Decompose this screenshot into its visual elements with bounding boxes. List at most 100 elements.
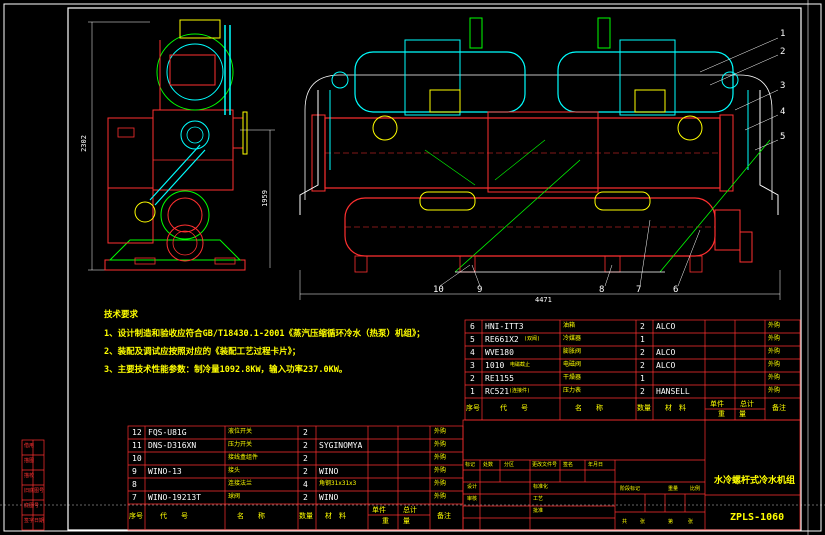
bom-qty: 2 bbox=[303, 467, 308, 476]
bom-name: 冷媒器 bbox=[563, 335, 582, 342]
bom-name: 液位开关 bbox=[228, 428, 253, 435]
notes-item-1: 1、设计制造和验收应符合GB/T18430.1-2001《蒸汽压缩循环冷水（热泵… bbox=[104, 329, 425, 339]
bom-name: 接线盒组件 bbox=[228, 454, 259, 461]
callout-6: 6 bbox=[673, 285, 679, 295]
bom-table-right bbox=[464, 319, 801, 421]
bom-material: 角钢31x31x3 bbox=[319, 480, 357, 487]
callout-5: 5 bbox=[780, 132, 786, 142]
bom-code: DNS-D316XN bbox=[148, 441, 197, 450]
bom-code: HNI-ITT3 bbox=[485, 322, 524, 331]
bom-name: 压力表 bbox=[563, 387, 582, 394]
bom-no: 3 bbox=[470, 361, 475, 370]
tb-label-scale: 比例 bbox=[690, 486, 701, 492]
bom-header-qty: 数量 bbox=[637, 404, 651, 412]
bom-table-left bbox=[127, 425, 464, 531]
bom-header-no: 序号 bbox=[129, 512, 143, 520]
bom-code-note: 电磁截止 bbox=[510, 362, 531, 368]
bom-material: ALCO bbox=[656, 361, 676, 370]
tb-label-mark: 标记 bbox=[465, 462, 476, 468]
drawing-number: ZPLS-1060 bbox=[730, 512, 785, 523]
bom-src: 外购 bbox=[434, 480, 447, 487]
tb-label-sheet: 张 bbox=[640, 519, 646, 525]
notes-item-2: 2、装配及调试应按照对应的《装配工艺过程卡片》； bbox=[104, 347, 301, 357]
side-label-trace: 描图 bbox=[24, 458, 35, 464]
callout-9: 9 bbox=[477, 285, 483, 295]
bom-material: HANSELL bbox=[656, 387, 690, 396]
bom-no: 10 bbox=[132, 454, 142, 463]
front-view bbox=[299, 17, 781, 300]
bom-material: SYGINOMYA bbox=[319, 441, 363, 450]
bom-name: 油箱 bbox=[563, 322, 576, 329]
bom-qty: 2 bbox=[303, 454, 308, 463]
bom-header-no: 序号 bbox=[466, 404, 480, 412]
bom-code: RC521 bbox=[485, 387, 510, 396]
bom-no: 6 bbox=[470, 322, 475, 331]
tb-label-approve: 批准 bbox=[533, 508, 544, 514]
bom-code-note: (双阀) bbox=[524, 336, 541, 342]
bom-src: 外购 bbox=[434, 493, 447, 500]
callout-1: 1 bbox=[780, 29, 786, 39]
bom-code: RE661X2 bbox=[485, 335, 519, 344]
bom-no: 12 bbox=[132, 428, 142, 437]
bom-header-remark: 备注 bbox=[772, 404, 786, 412]
tb-label-date: 年月日 bbox=[588, 462, 604, 468]
side-label-date: 日期 bbox=[34, 518, 45, 524]
bom-src: 外购 bbox=[768, 387, 781, 394]
bom-material: WINO bbox=[319, 493, 339, 502]
bom-qty: 2 bbox=[640, 361, 645, 370]
tb-label-design: 设计 bbox=[467, 484, 478, 490]
callout-3: 3 bbox=[780, 81, 786, 91]
tb-label-process: 工艺 bbox=[533, 496, 544, 502]
bom-qty: 2 bbox=[303, 441, 308, 450]
bom-header-total: 总计 bbox=[740, 400, 754, 408]
tb-label-page: 第 bbox=[668, 519, 674, 525]
bom-code: WVE180 bbox=[485, 348, 514, 357]
bom-no: 9 bbox=[132, 467, 137, 476]
bom-name: 电磁阀 bbox=[563, 361, 582, 368]
bom-header-name: 名 称 bbox=[575, 404, 603, 412]
bom-code: WINO-19213T bbox=[148, 493, 201, 502]
dimension-height-mid: 1959 bbox=[260, 190, 269, 207]
tb-label-change-doc: 更改文件号 bbox=[532, 462, 558, 468]
bom-no: 7 bbox=[132, 493, 137, 502]
tb-label-zone: 分区 bbox=[504, 462, 515, 468]
bom-header-material: 材 料 bbox=[325, 512, 346, 520]
notes-item-3: 3、主要技术性能参数：制冷量1092.8KW，输入功率237.0KW。 bbox=[104, 365, 348, 375]
bom-qty: 1 bbox=[640, 374, 645, 383]
bom-src: 外购 bbox=[434, 441, 447, 448]
bom-qty: 1 bbox=[640, 335, 645, 344]
tb-label-weight: 重量 bbox=[668, 486, 679, 492]
bom-name: 连接法兰 bbox=[228, 480, 253, 487]
dimension-length: 4471 bbox=[535, 296, 552, 304]
callout-10: 10 bbox=[433, 285, 444, 295]
bom-no: 2 bbox=[470, 374, 475, 383]
bom-src: 外购 bbox=[434, 454, 447, 461]
bom-material: ALCO bbox=[656, 348, 676, 357]
bom-material: ALCO bbox=[656, 322, 676, 331]
bom-header-material: 材 料 bbox=[665, 404, 686, 412]
bom-src: 外购 bbox=[768, 374, 781, 381]
bom-name: 膨胀阀 bbox=[563, 348, 582, 355]
title-block bbox=[462, 419, 801, 531]
product-name: 水冷螺杆式冷水机组 bbox=[714, 476, 796, 486]
bom-code: 1010 bbox=[485, 361, 505, 370]
bom-name: 干燥器 bbox=[563, 374, 582, 381]
bom-qty: 2 bbox=[640, 322, 645, 331]
bom-src: 外购 bbox=[768, 335, 781, 342]
bom-name: 压力开关 bbox=[228, 441, 253, 448]
side-strip bbox=[21, 439, 45, 531]
bom-header-weight: 重 量 bbox=[382, 517, 410, 525]
bom-qty: 2 bbox=[640, 348, 645, 357]
bom-header-code: 代 号 bbox=[160, 512, 188, 520]
bom-no: 1 bbox=[470, 387, 475, 396]
tb-label-standard: 标准化 bbox=[533, 484, 549, 490]
callout-7: 7 bbox=[636, 285, 642, 295]
bom-qty: 2 bbox=[303, 428, 308, 437]
bom-no: 4 bbox=[470, 348, 475, 357]
side-label-borrow: 借用 bbox=[24, 443, 35, 449]
bom-name: 球阀 bbox=[228, 493, 241, 500]
bom-header-remark: 备注 bbox=[437, 512, 451, 520]
bom-src: 外购 bbox=[768, 348, 781, 355]
tb-label-count: 处数 bbox=[483, 462, 494, 468]
